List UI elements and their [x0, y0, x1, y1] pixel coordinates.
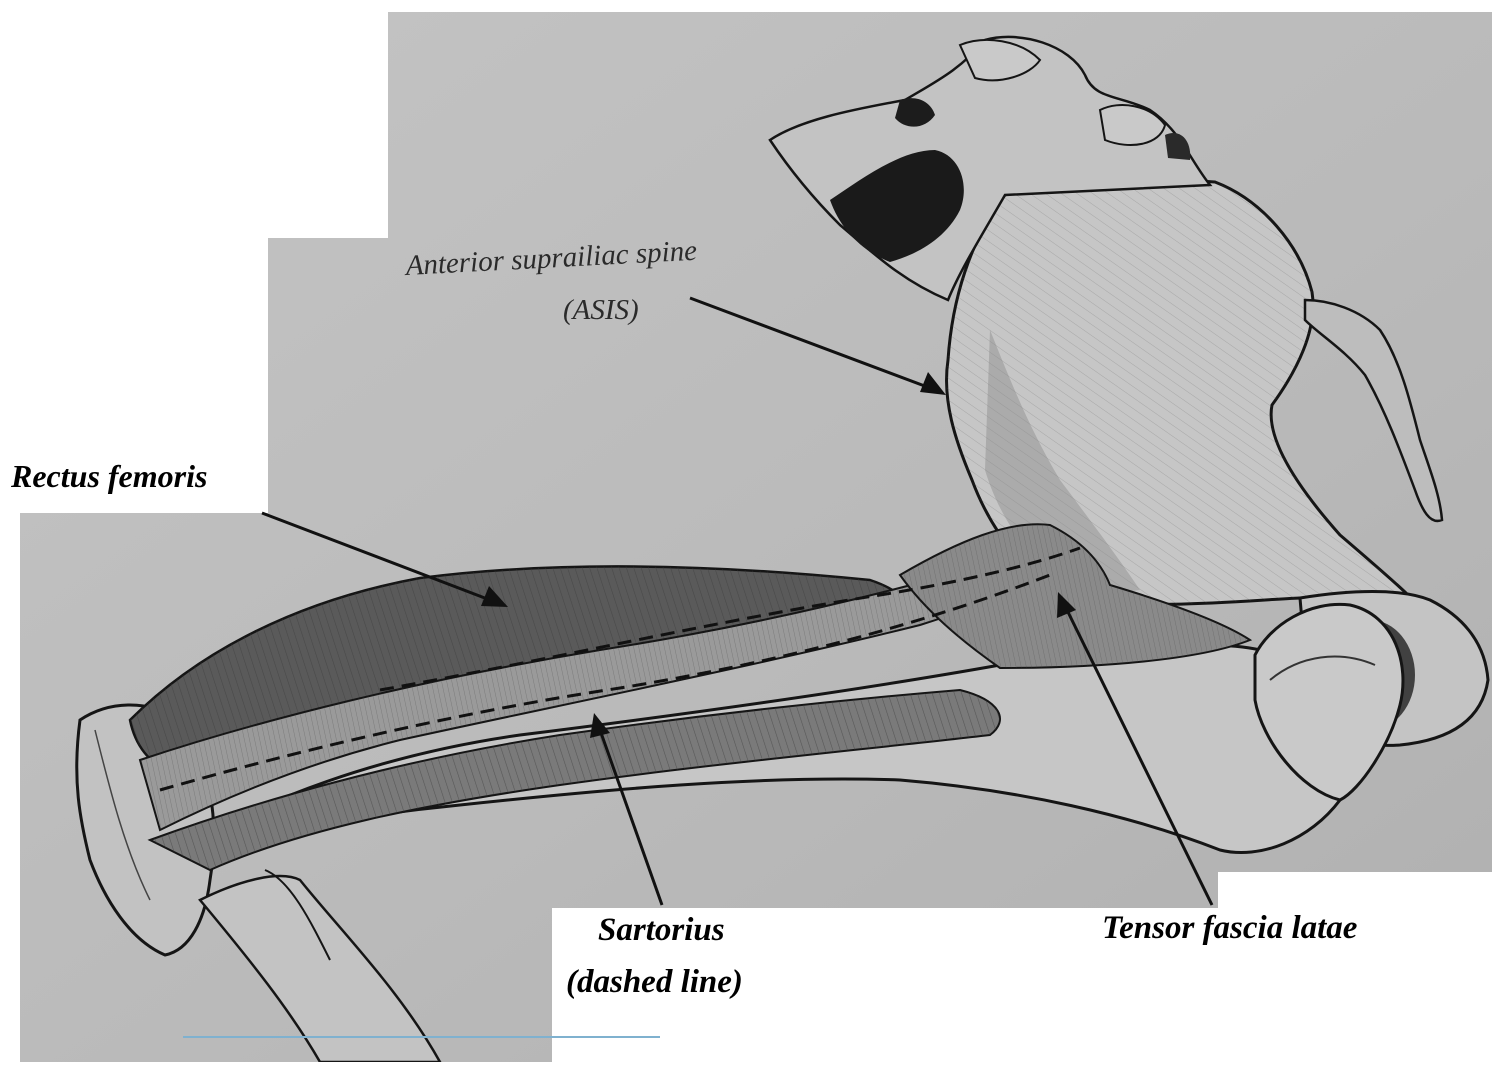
sartorius-label-line2: (dashed line)	[566, 966, 743, 999]
tensor-fascia-latae-label: Tensor fascia latae	[1102, 912, 1357, 945]
asis-label-line2: (ASIS)	[563, 296, 639, 325]
rectus-femoris-label: Rectus femoris	[11, 460, 207, 492]
sartorius-label-line1: Sartorius	[598, 914, 725, 947]
